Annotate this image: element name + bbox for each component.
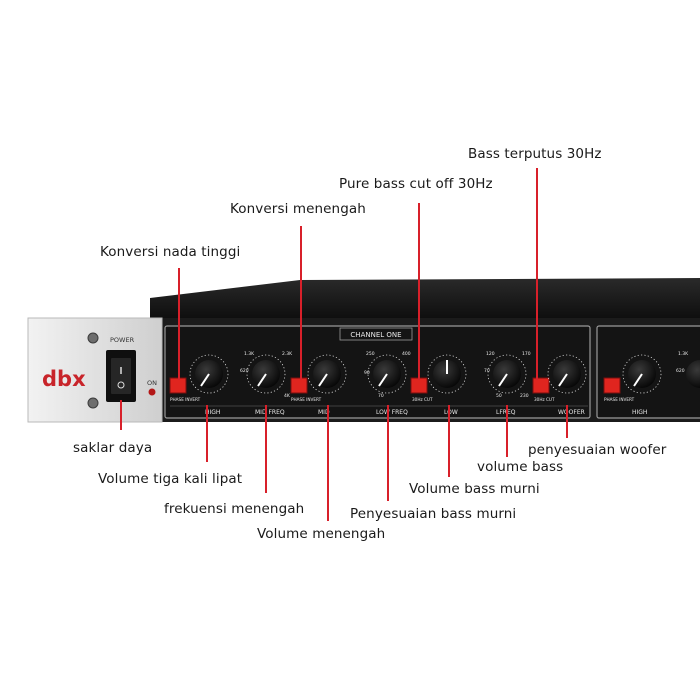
low-30hz-cut-label: 30Hz CUT [412, 397, 433, 402]
leader-line [206, 405, 208, 462]
low-freq-scale-label: 250 [366, 351, 375, 357]
leader-line [300, 226, 302, 380]
callout-mid-volume: Volume menengah [257, 526, 386, 542]
mid-phase-invert-button[interactable] [290, 377, 308, 394]
section-label-woofer: WOOFER [558, 409, 585, 416]
chassis-top [150, 278, 700, 322]
rack-screw [87, 397, 99, 409]
mid-freq-scale-label: 1.3K [244, 351, 255, 357]
leader-line [418, 203, 420, 380]
mid-freq-knob[interactable] [252, 360, 280, 388]
callout-power-switch: saklar daya [73, 440, 153, 456]
ch2-phase-invert-button[interactable] [603, 377, 621, 394]
section-label-high: HIGH [205, 409, 220, 416]
mid-phase-invert-label: PHASE INVERT [291, 397, 322, 402]
brand-logo: dbx [42, 367, 86, 391]
power-label: POWER [110, 336, 135, 344]
phase-invert-label: PHASE INVERT [170, 397, 201, 402]
woofer-30hz-cut-label: 30Hz CUT [534, 397, 555, 402]
section-label-mid: MID [318, 409, 330, 416]
ch2-high-level-knob[interactable] [628, 360, 656, 388]
section-label-low: LOW [444, 409, 458, 416]
lfreq-scale-label: 120 [486, 351, 495, 357]
ch2-phase-invert-label: PHASE INVERT [604, 397, 635, 402]
callout-woofer-adjust: penyesuaian woofer [528, 442, 667, 458]
leader-line [178, 268, 180, 380]
lfreq-scale-label: 230 [520, 393, 529, 399]
section-label-mid-freq: MID FREQ [255, 409, 285, 416]
callout-pure-bass-volume: Volume bass murni [409, 481, 540, 497]
power-switch-rocker[interactable] [111, 358, 131, 394]
lfreq-scale-label: 70 [484, 368, 490, 374]
woofer-30hz-cut-button[interactable] [532, 377, 550, 394]
phase-invert-button[interactable] [169, 377, 187, 394]
lfreq-knob[interactable] [493, 360, 521, 388]
callout-mid-frequency: frekuensi menengah [164, 501, 305, 517]
leader-line [506, 405, 508, 457]
low-level-knob[interactable] [433, 360, 461, 388]
channel-one-label: CHANNEL ONE [350, 331, 401, 339]
woofer-level-knob[interactable] [553, 360, 581, 388]
leader-line [387, 405, 389, 501]
leader-line [448, 405, 450, 477]
ch2-mid-scale-label: 1.3K [678, 351, 689, 357]
leader-line [265, 405, 267, 493]
callout-triple-volume: Volume tiga kali lipat [98, 471, 243, 487]
channel-one-label-box [339, 327, 413, 341]
low-freq-knob[interactable] [373, 360, 401, 388]
leader-line [327, 405, 329, 521]
ch2-mid-freq-knob[interactable] [686, 360, 700, 388]
callout-volume-bass: volume bass [477, 459, 564, 475]
rack-screw [87, 332, 99, 344]
mid-freq-scale-label: 2.3K [282, 351, 293, 357]
lfreq-scale-label: 50 [496, 393, 502, 399]
callout-bass-cut-30hz: Bass terputus 30Hz [468, 146, 602, 162]
ch2-mid-scale-label: 620 [676, 368, 685, 374]
mid-freq-scale-label: 620 [240, 368, 249, 374]
callout-pure-bass-adjust: Penyesuaian bass murni [350, 506, 517, 522]
low-freq-scale-label: 70 [378, 393, 384, 399]
power-led [148, 388, 156, 396]
section-label-low-freq: LOW FREQ [376, 409, 408, 416]
low-freq-scale-label: 90 [364, 370, 370, 376]
callout-pure-bass-cut: Pure bass cut off 30Hz [339, 176, 493, 192]
on-label: ON [147, 379, 157, 387]
mid-freq-scale-label: 4K [284, 393, 291, 399]
callout-high-conversion: Konversi nada tinggi [100, 244, 241, 260]
section-label-lfreq: LFREQ [496, 409, 516, 416]
callout-mid-conversion: Konversi menengah [230, 201, 366, 217]
high-level-knob[interactable] [195, 360, 223, 388]
mid-level-knob[interactable] [313, 360, 341, 388]
leader-line [536, 168, 538, 380]
low-30hz-cut-button[interactable] [410, 377, 428, 394]
section-label-high-ch2: HIGH [632, 409, 647, 416]
low-freq-scale-label: 400 [402, 351, 411, 357]
leader-line [120, 400, 122, 430]
lfreq-scale-label: 170 [522, 351, 531, 357]
leader-line [566, 405, 568, 438]
